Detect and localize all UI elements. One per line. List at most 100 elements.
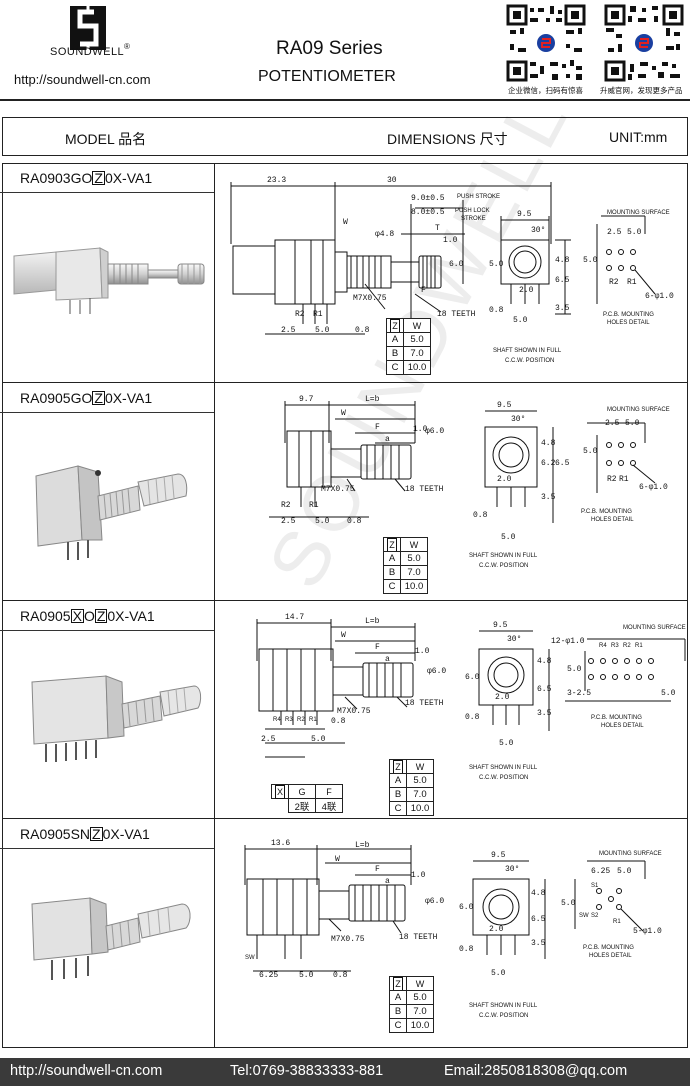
dim-label: R1 <box>619 475 629 484</box>
row-divider <box>2 600 688 601</box>
dim-label: 0.8 <box>465 713 480 722</box>
dim-label: F <box>375 865 380 874</box>
dim-label: 3-2.5 <box>567 689 592 698</box>
dim-label: φ4.8 <box>375 230 395 239</box>
dim-label: S2 <box>591 913 599 919</box>
header-url[interactable]: http://soundwell-cn.com <box>14 72 151 87</box>
dim-label: R1 <box>613 919 621 925</box>
dim-label: 6.5 <box>537 685 552 694</box>
dim-label: S1 <box>591 883 599 889</box>
table-cell: B <box>389 787 407 802</box>
dim-label: 30 <box>387 176 397 185</box>
footer-email[interactable]: Email:2850818308@qq.com <box>444 1063 628 1079</box>
shaft-note: SHAFT SHOWN IN FULL <box>469 765 538 771</box>
dim-label: 5.0 <box>625 419 640 428</box>
model-mid: O <box>83 607 95 624</box>
dim-label: W <box>341 631 346 640</box>
dim-label: T <box>435 224 440 233</box>
pcb-note: P.C.B. MOUNTING <box>583 945 634 951</box>
dim-label: 2.0 <box>519 286 534 295</box>
dim-label: 2.0 <box>489 925 504 934</box>
mount-title: MOUNTING SURFACE <box>599 851 662 857</box>
dim-label: 14.7 <box>285 613 305 622</box>
dim-label: 0.8 <box>489 306 504 315</box>
dim-label: 3.5 <box>531 939 546 948</box>
model-prefix: RA0905GO <box>20 389 93 406</box>
dim-label: W <box>343 218 348 227</box>
dim-label: φ6.0 <box>427 667 447 676</box>
dim-label: 9.0±0.5 <box>411 194 445 203</box>
side-view-drawing <box>230 182 656 335</box>
dim-label: 3.5 <box>555 304 570 313</box>
table-cell: 5.0 <box>406 990 434 1005</box>
table-cell: B <box>386 346 404 361</box>
dim-label: 6.5 <box>555 276 570 285</box>
registered-mark: ® <box>124 42 130 51</box>
dim-label: 5.0 <box>501 533 516 542</box>
pcb-note: HOLES DETAIL <box>589 953 632 959</box>
row-divider <box>2 818 688 819</box>
dim-label: 5-φ1.0 <box>633 927 662 936</box>
dim-note: PUSH STROKE <box>457 194 501 200</box>
dim-label: L=b <box>355 841 370 850</box>
dim-label: 4.8 <box>541 439 556 448</box>
product-title: POTENTIOMETER <box>258 68 396 85</box>
dim-label: R4 <box>599 643 607 649</box>
dim-label: 5.0 <box>583 256 598 265</box>
dim-label: a <box>385 655 390 664</box>
pcb-note: P.C.B. MOUNTING <box>581 509 632 515</box>
dim-label: R2 <box>281 501 291 510</box>
dim-label: R1 <box>635 643 643 649</box>
table-cell: C <box>389 801 407 816</box>
table-cell: C <box>386 360 404 375</box>
model-suffix: 0X-VA1 <box>104 169 153 186</box>
dim-label: 4.8 <box>531 889 546 898</box>
dimension-drawing: 13.6 L=b W F a 1.0 φ6.0 M7X0.75 18 TEETH… <box>215 819 687 1048</box>
shaft-note: C.C.W. POSITION <box>479 563 529 569</box>
dim-label: 5.0 <box>491 969 506 978</box>
dim-label: 5.0 <box>513 316 528 325</box>
dim-label: 6.25 <box>259 971 279 980</box>
dim-label: 2.5 <box>261 735 276 744</box>
dim-label: R2 <box>295 310 305 319</box>
table-header-cell: X <box>274 784 285 799</box>
dim-label: φ6.0 <box>425 427 445 436</box>
table-cell: C <box>389 1018 407 1033</box>
pcb-note: HOLES DETAIL <box>601 723 644 729</box>
table-cell: 10.0 <box>406 1018 434 1033</box>
qr1-caption: 企业微信，扫码有惊喜 <box>508 86 583 95</box>
table-cell: A <box>386 332 404 347</box>
brand-name: SOUNDWELL <box>50 46 125 58</box>
model-variant-box: Z <box>94 607 108 624</box>
model-variant-box: Z <box>92 169 105 186</box>
product-photo <box>31 675 202 762</box>
mount-title: MOUNTING SURFACE <box>623 625 686 631</box>
dim-label: 0.8 <box>347 517 362 526</box>
dim-label: 6-φ1.0 <box>645 292 674 301</box>
dim-label: 23.3 <box>267 176 287 185</box>
unit-label: UNIT:mm <box>609 129 668 145</box>
pcb-note: HOLES DETAIL <box>591 517 634 523</box>
dim-label: 6-φ1.0 <box>639 483 668 492</box>
pcb-note: P.C.B. MOUNTING <box>603 312 654 318</box>
footer-url[interactable]: http://soundwell-cn.com <box>10 1063 163 1079</box>
dim-label: M7X0.75 <box>337 707 371 716</box>
table-header-cell: Z <box>393 759 403 774</box>
dim-label: 9.5 <box>497 401 512 410</box>
dim-label: 9.5 <box>493 621 508 630</box>
dim-label: 5.0 <box>315 517 330 526</box>
model-suffix: 0X-VA1 <box>104 389 153 406</box>
table-header-cell: F <box>315 784 343 799</box>
dim-label: R2 <box>623 643 631 649</box>
dim-label: M7X0.75 <box>331 935 365 944</box>
table-cell: 7.0 <box>403 346 431 361</box>
dim-label: 5.0 <box>315 326 330 335</box>
column-divider <box>214 163 215 1048</box>
dim-label: 5.0 <box>661 689 676 698</box>
dim-label: 1.0 <box>443 236 458 245</box>
dim-label: 5.0 <box>627 228 642 237</box>
shaft-note: C.C.W. POSITION <box>479 775 529 781</box>
dim-label: 4.8 <box>537 657 552 666</box>
dim-label: 18 TEETH <box>405 699 444 708</box>
